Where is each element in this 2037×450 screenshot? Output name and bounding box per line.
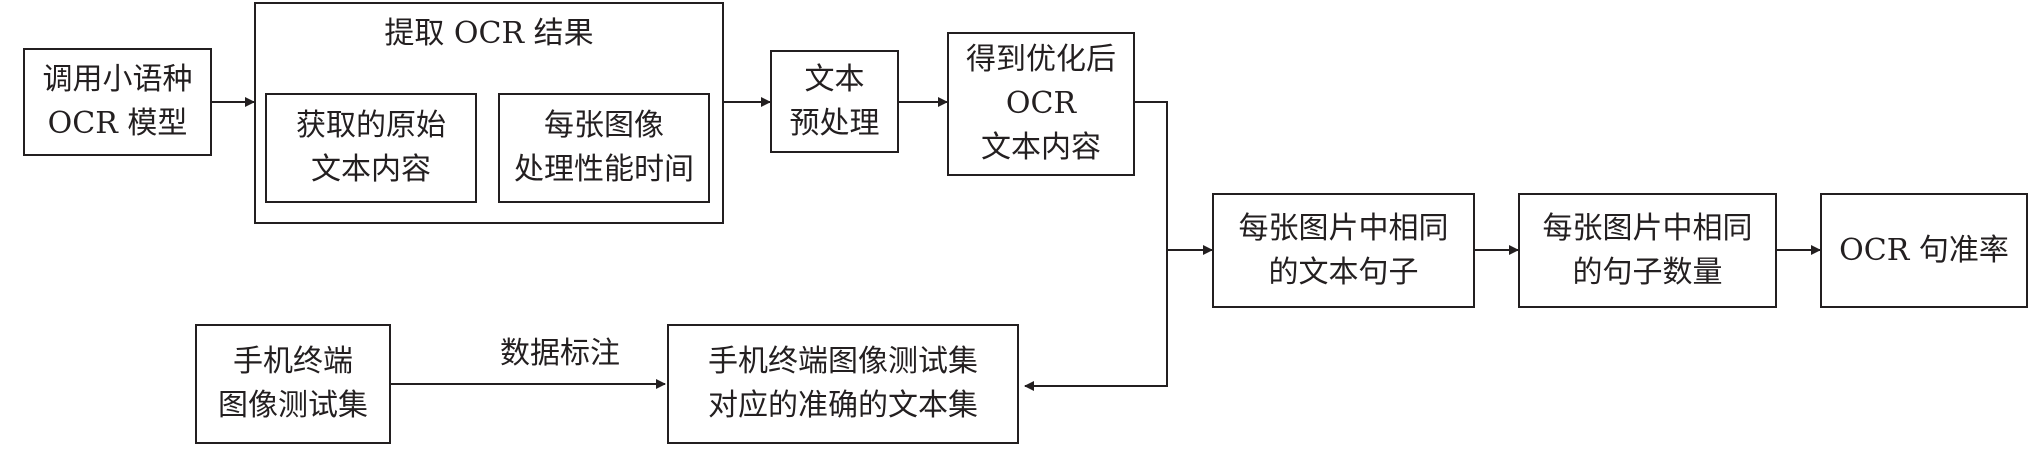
annotation-edge-label: 数据标注 [500, 336, 620, 371]
optimized-line-1: 得到优化后 [966, 42, 1116, 77]
preprocess-line-1: 文本 [804, 61, 865, 97]
accuracy-label: OCR 句准率 [1839, 232, 2009, 268]
ground-truth-line-2: 对应的准确的文本集 [708, 388, 978, 423]
perf-time-node: 每张图像 处理性能时间 [498, 93, 710, 203]
arrow-optimized-to-groundtruth [1024, 250, 1168, 391]
call-model-node: 调用小语种 OCR 模型 [23, 48, 212, 156]
call-model-line-2: OCR 模型 [47, 106, 188, 141]
ground-truth-line-1: 手机终端图像测试集 [708, 344, 978, 379]
call-model-line-1: 调用小语种 [42, 62, 193, 97]
test-set-line-1: 手机终端 [233, 344, 353, 379]
optimized-line-3: 文本内容 [981, 130, 1101, 165]
test-set-line-2: 图像测试集 [218, 388, 368, 423]
optimized-text-node: 得到优化后 OCR 文本内容 [947, 32, 1135, 176]
same-sentences-line-2: 的文本句子 [1268, 254, 1419, 290]
same-count-node: 每张图片中相同 的句子数量 [1518, 193, 1777, 308]
same-sentences-line-1: 每张图片中相同 [1238, 210, 1449, 246]
optimized-line-2: OCR [1005, 86, 1077, 121]
same-count-line-2: 的句子数量 [1572, 254, 1723, 290]
preprocess-node: 文本 预处理 [770, 50, 899, 153]
same-count-line-1: 每张图片中相同 [1542, 210, 1753, 246]
arrow-optimized-branch [1135, 101, 1213, 255]
accuracy-node: OCR 句准率 [1820, 193, 2028, 308]
raw-text-node: 获取的原始 文本内容 [265, 93, 477, 203]
perf-time-line-1: 每张图像 [544, 108, 664, 143]
preprocess-line-2: 预处理 [789, 105, 880, 141]
same-sentences-node: 每张图片中相同 的文本句子 [1212, 193, 1475, 308]
raw-text-line-2: 文本内容 [311, 152, 431, 187]
extract-ocr-group-title: 提取 OCR 结果 [384, 16, 594, 51]
test-set-node: 手机终端 图像测试集 [195, 324, 391, 444]
extract-ocr-group: 提取 OCR 结果 [254, 2, 724, 224]
raw-text-line-1: 获取的原始 [296, 108, 446, 143]
ground-truth-node: 手机终端图像测试集 对应的准确的文本集 [667, 324, 1019, 444]
perf-time-line-2: 处理性能时间 [514, 152, 694, 187]
